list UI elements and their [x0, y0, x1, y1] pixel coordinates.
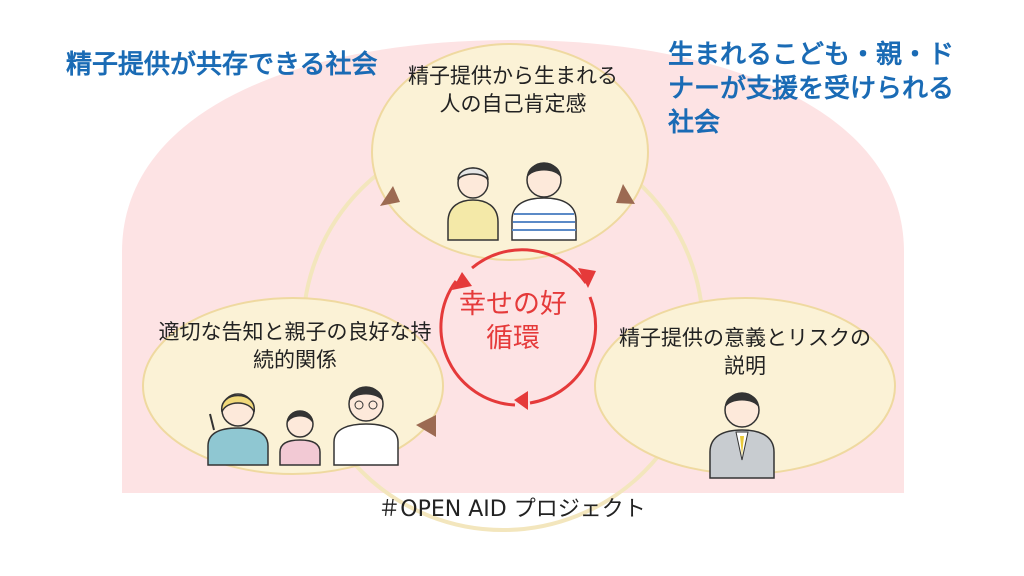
heading-right: 生まれるこども・親・ドナーが支援を受けられる社会: [668, 40, 955, 138]
red-arrowhead-3: [452, 272, 472, 290]
arrow-to-left: [416, 415, 436, 437]
child-figure: [279, 410, 321, 466]
bubble-top: [371, 43, 649, 261]
center-cycle-label: 幸せの好循環: [459, 289, 567, 354]
happy-cycle-loop: [439, 248, 598, 407]
red-arrowhead-1: [578, 268, 596, 288]
node-top-label: 精子提供から生まれる人の自己肯定感: [408, 64, 618, 116]
father-figure: [333, 386, 399, 466]
young-man-figure: [511, 162, 577, 241]
arrow-to-top-right: [616, 184, 635, 204]
grandmother-figure: [447, 167, 499, 241]
node-left-label: 適切な告知と親子の良好な持続的関係: [158, 320, 432, 372]
project-credit: ＃OPEN AID プロジェクト: [378, 497, 646, 522]
doctor-figure: [709, 392, 775, 479]
arrow-to-top-left: [380, 186, 400, 206]
node-right-label: 精子提供の意義とリスクの説明: [619, 326, 871, 378]
mother-figure: [207, 393, 269, 466]
red-arrowhead-2: [514, 391, 528, 410]
heading-left: 精子提供が共存できる社会: [66, 50, 378, 80]
